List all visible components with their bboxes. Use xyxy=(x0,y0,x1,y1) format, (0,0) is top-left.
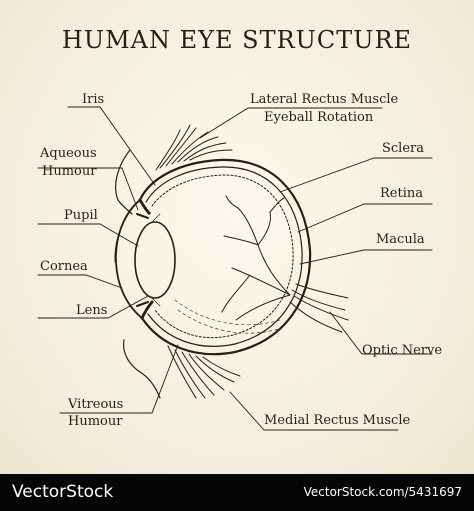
cornea-outline xyxy=(115,199,143,319)
label-optic-nerve: Optic Nerve xyxy=(362,343,443,358)
diagram-title: Human Eye Structure xyxy=(61,26,413,54)
vectorstock-url: VectorStock.com/5431697 xyxy=(303,485,462,499)
vectorstock-logo: VectorStock xyxy=(12,482,114,502)
retinal-vessels xyxy=(221,195,291,321)
label-eyeball-rotation: Eyeball Rotation xyxy=(264,110,374,125)
label-lateral-rectus-muscle: Lateral Rectus Muscle xyxy=(250,92,399,107)
eye-illustration xyxy=(37,106,433,431)
watermark-footer: VectorStock VectorStock.com/5431697 xyxy=(0,474,474,511)
label-macula: Macula xyxy=(376,232,425,247)
medial-rectus-muscle xyxy=(167,345,241,399)
label-vitreous-humour-line2: Humour xyxy=(68,414,123,429)
diagram-canvas: Human Eye Structure xyxy=(0,0,474,474)
label-lens: Lens xyxy=(76,303,108,318)
lateral-rectus-muscle xyxy=(155,124,233,171)
label-aqueous-humour-line2: Humour xyxy=(42,164,97,179)
sclera-outline xyxy=(138,158,312,356)
label-aqueous-humour-line1: Aqueous xyxy=(40,146,97,161)
label-sclera: Sclera xyxy=(382,141,425,156)
label-cornea: Cornea xyxy=(40,259,88,274)
label-vitreous-humour-line1: Vitreous xyxy=(68,397,124,412)
label-pupil: Pupil xyxy=(64,208,98,223)
optic-nerve xyxy=(289,283,349,333)
leader-lines xyxy=(37,106,433,431)
label-iris: Iris xyxy=(82,92,105,107)
lens-outline xyxy=(134,221,176,299)
label-medial-rectus-muscle: Medial Rectus Muscle xyxy=(264,413,411,428)
label-retina: Retina xyxy=(380,186,423,201)
